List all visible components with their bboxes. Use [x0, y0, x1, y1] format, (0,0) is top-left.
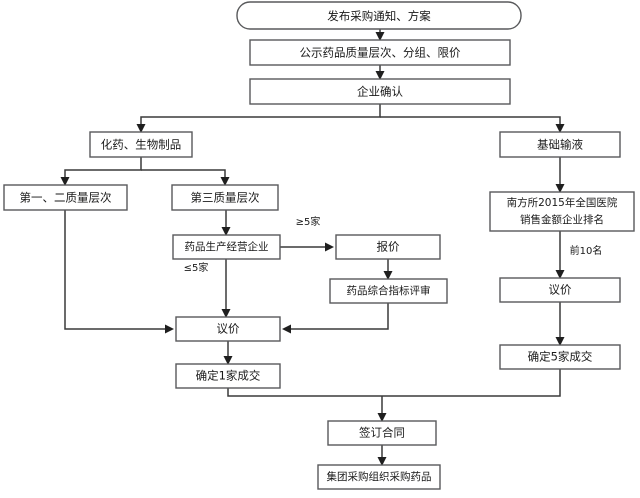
arrowhead — [221, 227, 231, 236]
node-label: 确定5家成交 — [528, 350, 593, 364]
node-shape — [327, 420, 437, 446]
node-negotiate-price-right[interactable]: 议价 — [499, 277, 621, 303]
edge-label-le-5: ≤5家 — [184, 261, 209, 274]
node-label: 确定1家成交 — [196, 369, 261, 383]
node-label: 第三质量层次 — [191, 191, 260, 205]
arrowhead — [223, 356, 233, 365]
node-shape — [236, 1, 522, 30]
node-shape — [89, 131, 193, 158]
arrowhead — [555, 270, 565, 279]
node-tier-three[interactable]: 第三质量层次 — [171, 184, 279, 211]
edge-label-top-10: 前10名 — [570, 244, 603, 257]
node-label: 议价 — [549, 283, 572, 297]
node-deal-one-company[interactable]: 确定1家成交 — [175, 363, 281, 389]
node-shape — [175, 363, 281, 389]
node-label: 发布采购通知、方案 — [327, 9, 431, 23]
node-shape — [171, 184, 279, 211]
node-shape — [3, 184, 128, 211]
arrowhead — [555, 184, 565, 193]
node-label: 基础输液 — [537, 138, 583, 152]
node-shape — [499, 344, 621, 370]
arrowhead — [375, 32, 385, 41]
arrowhead — [165, 324, 174, 334]
node-enterprise-confirm[interactable]: 企业确认 — [249, 78, 511, 105]
node-shape — [172, 234, 281, 260]
arrowhead — [220, 177, 230, 186]
node-deal-five-companies[interactable]: 确定5家成交 — [499, 344, 621, 370]
edge-layer — [60, 29, 565, 466]
node-shape — [335, 234, 441, 260]
edge-label-ge-5: ≥5家 — [296, 215, 321, 228]
node-label-line2: 销售金额企业排名 — [520, 213, 604, 226]
node-quotation[interactable]: 报价 — [335, 234, 441, 260]
node-hospital-sales-ranking[interactable]: 南方所2015年全国医院 销售金额企业排名 — [489, 191, 635, 232]
edge-confirm-to-chemical — [140, 104, 381, 126]
node-label: 签订合同 — [359, 426, 405, 440]
node-shape — [489, 191, 635, 232]
node-label-line1: 南方所2015年全国医院 — [507, 196, 618, 209]
node-label: 企业确认 — [357, 85, 403, 99]
node-label: 集团采购组织采购药品 — [327, 470, 432, 483]
node-label: 药品综合指标评审 — [347, 284, 431, 297]
node-label: 报价 — [377, 240, 400, 254]
node-shape — [499, 277, 621, 303]
node-shape — [175, 316, 281, 342]
edge-merge-bus — [227, 369, 561, 397]
node-publish-notice[interactable]: 发布采购通知、方案 — [236, 1, 522, 30]
arrowhead — [60, 177, 70, 186]
node-label: 议价 — [217, 322, 240, 336]
arrowhead — [555, 124, 565, 133]
node-basic-infusion[interactable]: 基础输液 — [499, 131, 621, 158]
arrowhead — [377, 457, 387, 466]
edge-chemical-to-tier12 — [64, 157, 142, 179]
arrowhead — [221, 309, 231, 318]
node-comprehensive-index-review[interactable]: 药品综合指标评审 — [329, 278, 448, 304]
node-shape — [249, 39, 511, 66]
node-label: 第一、二质量层次 — [20, 191, 112, 205]
node-group-purchase-drugs[interactable]: 集团采购组织采购药品 — [317, 464, 441, 490]
arrowhead — [325, 242, 334, 252]
arrowhead — [383, 271, 393, 280]
node-shape — [317, 464, 441, 490]
edge-chemical-to-tier3 — [141, 169, 226, 179]
node-label: 化药、生物制品 — [101, 138, 182, 152]
node-label: 药品生产经营企业 — [185, 240, 269, 253]
node-label: 公示药品质量层次、分组、限价 — [300, 46, 461, 60]
node-negotiate-price-center[interactable]: 议价 — [175, 316, 281, 342]
arrowhead — [136, 124, 146, 133]
edge-confirm-to-infusion — [380, 116, 561, 126]
edge-review-to-negotiate — [291, 303, 389, 330]
arrowhead — [555, 337, 565, 346]
node-shape — [329, 278, 448, 304]
node-shape — [249, 78, 511, 105]
node-drug-manufacturer-distributor[interactable]: 药品生产经营企业 — [172, 234, 281, 260]
edge-label-layer: ≥5家 ≤5家 前10名 — [184, 215, 603, 274]
arrowhead — [375, 71, 385, 80]
edge-tier12-to-negotiate — [64, 210, 165, 330]
node-publish-tier-group-price[interactable]: 公示药品质量层次、分组、限价 — [249, 39, 511, 66]
arrowhead — [377, 413, 387, 422]
node-sign-contract[interactable]: 签订合同 — [327, 420, 437, 446]
node-layer: 发布采购通知、方案 公示药品质量层次、分组、限价 企业确认 化药、生物制品 基础… — [3, 1, 635, 490]
arrowhead — [282, 324, 291, 334]
node-chemical-biological[interactable]: 化药、生物制品 — [89, 131, 193, 158]
node-tier-one-two[interactable]: 第一、二质量层次 — [3, 184, 128, 211]
node-shape — [499, 131, 621, 158]
